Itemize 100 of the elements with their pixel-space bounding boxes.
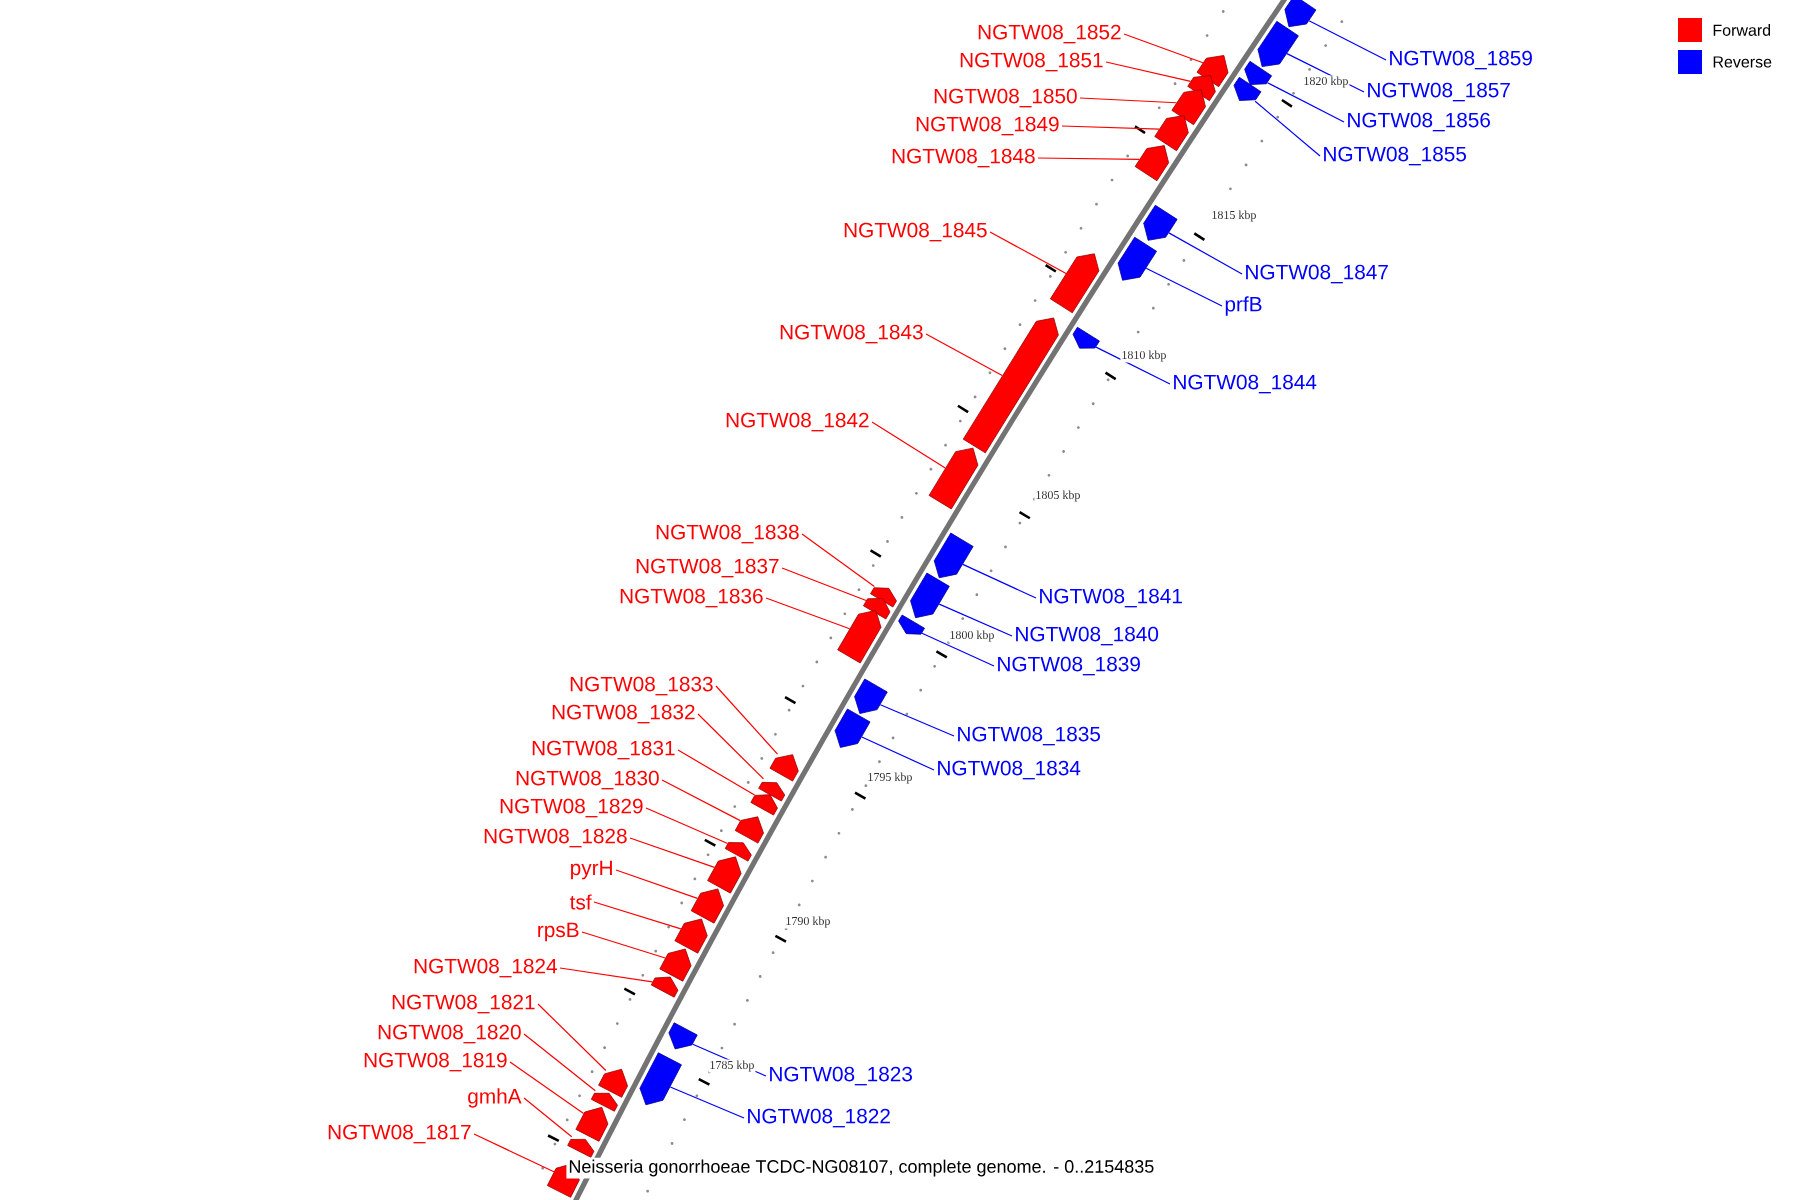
gene-block [1284,0,1317,28]
leader-line [1079,97,1177,104]
gene-block [750,794,778,816]
gene-label: NGTW08_1835 [958,726,1101,746]
gene-block [1072,326,1100,349]
leader-line [593,901,682,930]
gene-block [1196,55,1229,88]
gene-label: NGTW08_1841 [1040,588,1182,608]
gene-block [1154,115,1189,152]
gene-block [854,678,888,714]
leader-line [879,704,955,737]
gene-block [598,1068,628,1098]
gene-label: NGTW08_1838 [656,524,799,544]
gene-block [668,1022,698,1050]
gene-label: NGTW08_1830 [516,770,659,790]
gene-block [898,614,925,635]
leader-line [1095,346,1171,385]
leader-line [692,1043,767,1077]
gene-label: NGTW08_1842 [726,412,869,432]
gene-label: NGTW08_1834 [938,760,1081,780]
gene-label: prfB [1225,296,1262,316]
gene-label: gmhA [468,1088,522,1108]
gene-label: NGTW08_1847 [1246,264,1388,284]
leader-line [661,779,741,822]
leader-line [925,333,1003,377]
leader-line [921,632,995,667]
gene-block [734,816,764,844]
gene-label: NGTW08_1822 [748,1108,890,1128]
gene-block [837,610,882,664]
gene-block [1117,236,1157,281]
gene-label: NGTW08_1859 [1390,50,1532,70]
gene-label: NGTW08_1839 [998,656,1140,676]
gene-block [870,587,897,608]
leader-line [1254,100,1321,157]
legend-label: Reverse [1713,56,1772,68]
gene-label: tsf [569,894,592,910]
gene-label: NGTW08_1819 [364,1052,507,1072]
leader-line [962,563,1037,599]
leader-line [1145,267,1223,307]
leader-line [697,713,765,780]
leader-line [677,749,756,796]
leader-line [1308,20,1387,61]
gene-block [659,948,692,982]
leader-line [523,1033,596,1092]
leader-line [938,603,1013,637]
leader-line [473,1133,555,1173]
leader-line [801,533,875,588]
leader-line [559,967,653,983]
gene-label: NGTW08_1833 [570,676,713,696]
gene-block [724,842,752,862]
gene-label: NGTW08_1823 [770,1066,912,1086]
gene-block [590,1092,618,1112]
leader-line [523,1097,573,1138]
leader-line [1123,33,1204,64]
leader-line [989,231,1067,274]
leader-line [629,837,715,868]
gene-label: NGTW08_1817 [328,1124,471,1144]
leader-line [1168,232,1243,275]
gene-block [1257,20,1299,67]
gene-block [834,708,871,748]
leader-line [765,597,851,630]
leader-line [537,1003,607,1072]
gene-label: NGTW08_1844 [1174,374,1317,394]
leader-line [1105,61,1192,82]
gene-block [1134,145,1170,182]
leader-line [509,1061,585,1115]
gene-block [1187,75,1216,102]
legend-label: Forward [1713,24,1771,36]
gene-label: NGTW08_1820 [378,1024,521,1044]
gene-block [863,598,891,620]
leader-line [1286,53,1365,93]
gene-label: NGTW08_1843 [780,324,923,344]
leader-line [1037,157,1140,160]
gene-block [1049,253,1100,314]
gene-label: NGTW08_1852 [978,24,1121,44]
leader-line [1061,125,1160,130]
gene-label: NGTW08_1832 [552,704,695,724]
gene-block [690,888,724,924]
gene-block [650,976,679,998]
gene-block [910,572,950,619]
gene-block [933,532,974,579]
gene-label: NGTW08_1857 [1368,82,1510,102]
gene-block [769,754,799,782]
gene-label: NGTW08_1836 [620,588,763,608]
leader-line [669,1086,745,1119]
gene-label: NGTW08_1840 [1016,626,1159,646]
caption: Neisseria gonorrhoeae TCDC-NG08107, complete genome. - 0..2154835 [566,1157,1157,1179]
gene-block [928,447,979,510]
gene-label: NGTW08_1831 [532,740,675,760]
gene-block [1143,204,1178,241]
leader-line [645,807,729,845]
gene-label: NGTW08_1850 [934,88,1077,108]
gene-block [962,317,1059,454]
gene-label: NGTW08_1855 [1324,146,1467,166]
gene-block [1244,60,1273,85]
gene-block [758,781,786,802]
leader-line [1266,82,1345,123]
leader-line [715,685,779,755]
gene-block [567,1139,595,1158]
leader-line [861,736,935,771]
